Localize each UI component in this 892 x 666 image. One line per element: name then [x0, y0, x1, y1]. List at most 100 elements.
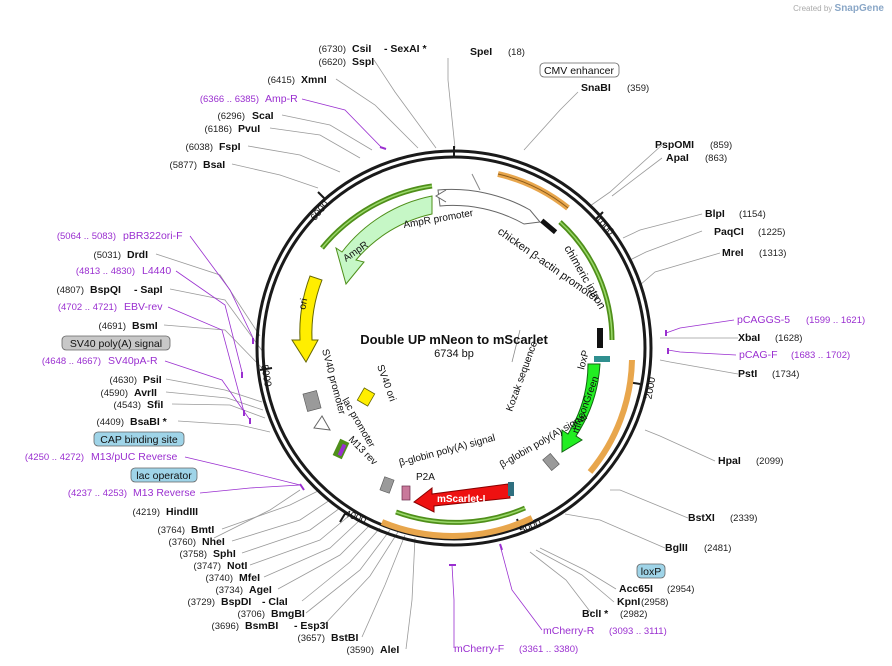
site-noti: NotI: [227, 560, 247, 572]
primer-pbr322-name: pBR322ori-F: [123, 230, 183, 242]
site-blpi: BlpI: [705, 208, 725, 220]
site-pvui-pos: (6186): [205, 124, 232, 135]
site-bmgbi: BmgBI: [271, 608, 305, 620]
site-kpni: KpnI: [617, 596, 640, 608]
snapgene-credit: Created by SnapGene: [793, 3, 884, 14]
primer-sv40pa-name: SV40pA-R: [108, 355, 158, 367]
bottom-orange-arc: [380, 515, 534, 539]
loxp-box-label: loxP: [641, 566, 661, 578]
site-bsmbi: BsmBI: [245, 620, 278, 632]
primer-m13puc-range: (4250 .. 4272): [25, 452, 84, 463]
site-csi-pos: (6730): [319, 44, 346, 55]
teal-block: [508, 482, 514, 496]
lacop-box-label: lac operator: [136, 470, 192, 482]
site-avrii-pos: (4590): [101, 388, 128, 399]
ampr-arrow: [335, 195, 433, 286]
site-apai-pos: (863): [705, 153, 727, 164]
primer-mcherryf-range: (3361 .. 3380): [519, 644, 578, 655]
site-bspdi-pos: (3729): [188, 597, 215, 608]
primer-ampr-range: (6366 .. 6385): [200, 94, 259, 105]
site-labels-left: (6730) CsiI - SexAI * (6620) SspI (6415)…: [57, 43, 428, 656]
site-bsai-pos: (5877): [170, 160, 197, 171]
mscarlet-arrow: [413, 483, 511, 513]
lacop-box: [130, 467, 198, 483]
site-drdi: DrdI: [127, 249, 148, 261]
site-drdi-pos: (5031): [94, 250, 121, 261]
site-pspomi-pos: (859): [710, 140, 732, 151]
site-bmti: BmtI: [191, 524, 214, 536]
lac-promoter-arrow: [313, 415, 331, 431]
primer-ampr-name: Amp-R: [265, 93, 298, 105]
site-alei: AleI: [380, 644, 399, 656]
site-sapi: - SapI: [134, 284, 163, 296]
site-alei-pos: (3590): [347, 645, 374, 656]
primer-mcherryr-range: (3093 .. 3111): [609, 626, 667, 637]
ori-arrow: [291, 275, 323, 363]
sv40-promoter-block: [302, 390, 322, 412]
ampr-promoter-arrow: [435, 189, 447, 203]
site-mrei-pos: (1313): [759, 248, 786, 259]
site-scai: ScaI: [252, 110, 274, 122]
loxp-inner-label: loxP: [576, 349, 592, 371]
primer-m13r-name: M13 Reverse: [133, 487, 196, 499]
site-hindiii: HindIII: [166, 506, 198, 518]
ori-label: ori: [297, 298, 310, 311]
primer-m13r-range: (4237 .. 4253): [68, 488, 127, 499]
site-bstxi-pos: (2339): [730, 513, 757, 524]
site-hpai: HpaI: [718, 455, 741, 467]
site-avrii: AvrII: [134, 387, 157, 399]
site-bmti-pos: (3764): [158, 525, 185, 536]
primer-pcaggs5-range: (1599 .. 1621): [806, 315, 865, 326]
p2a-block: [401, 485, 411, 501]
sv40-ori-label: SV40 ori: [374, 363, 397, 403]
site-fspi-pos: (6038): [186, 142, 213, 153]
site-mrei: MreI: [722, 247, 744, 259]
site-bspqi: BspQI: [90, 284, 121, 296]
site-psti-pos: (1734): [772, 369, 799, 380]
site-mfei-pos: (3740): [206, 573, 233, 584]
site-sspi: SspI: [352, 56, 374, 68]
loxp-mark: [594, 356, 610, 362]
site-bcli: BclI *: [582, 608, 609, 620]
mneon-orange-arc: [587, 359, 635, 474]
site-apai: ApaI: [666, 152, 689, 164]
primer-m13puc-name: M13/pUC Reverse: [91, 451, 178, 463]
site-hindiii-pos: (4219): [133, 507, 160, 518]
site-clai: - ClaI: [262, 596, 288, 608]
site-pspomi: PspOMI: [655, 139, 694, 151]
primer-pbr322-range: (5064 .. 5083): [57, 231, 116, 242]
gray-block-1: [542, 453, 560, 471]
site-mfei: MfeI: [239, 572, 260, 584]
primer-pcagf-name: pCAG-F: [739, 349, 778, 361]
sv40-promoter-label: SV40 promoter: [319, 348, 347, 416]
site-paqci-pos: (1225): [758, 227, 785, 238]
cap-box: [93, 431, 185, 447]
site-kpni-pos: (2958): [641, 597, 668, 608]
cmv-box: [539, 62, 620, 78]
site-esp3i: - Esp3I: [294, 620, 329, 632]
site-blpi-pos: (1154): [739, 209, 766, 220]
primer-ebv-range: (4702 .. 4721): [58, 302, 117, 313]
site-xbai: XbaI: [738, 332, 760, 344]
sv40polya-box: [61, 335, 171, 351]
cmv-box-label: CMV enhancer: [544, 65, 615, 77]
snapgene-logo: SnapGene: [834, 3, 884, 14]
site-bmgbi-pos: (3706): [238, 609, 265, 620]
sv40-ori-block: [356, 387, 376, 407]
ring-tick-5000: 5000: [258, 364, 273, 388]
site-agei-pos: (3734): [216, 585, 243, 596]
site-bsmbi-pos: (3696): [212, 621, 239, 632]
primer-ebv-name: EBV-rev: [124, 301, 163, 313]
site-paqci: PaqCI: [714, 226, 744, 238]
site-pvui: PvuI: [238, 123, 260, 135]
site-noti-pos: (3747): [194, 561, 221, 572]
credit-prefix: Created by: [793, 4, 833, 13]
site-psii-pos: (4630): [110, 375, 137, 386]
site-nhei-pos: (3760): [169, 537, 196, 548]
site-fspi: FspI: [219, 141, 241, 153]
cap-box-label: CAP binding site: [100, 434, 178, 446]
site-csi: CsiI: [352, 43, 371, 55]
leader-lines: [155, 58, 739, 650]
primer-labels: (6366 .. 6385) Amp-R (5064 .. 5083) pBR3…: [25, 93, 865, 655]
